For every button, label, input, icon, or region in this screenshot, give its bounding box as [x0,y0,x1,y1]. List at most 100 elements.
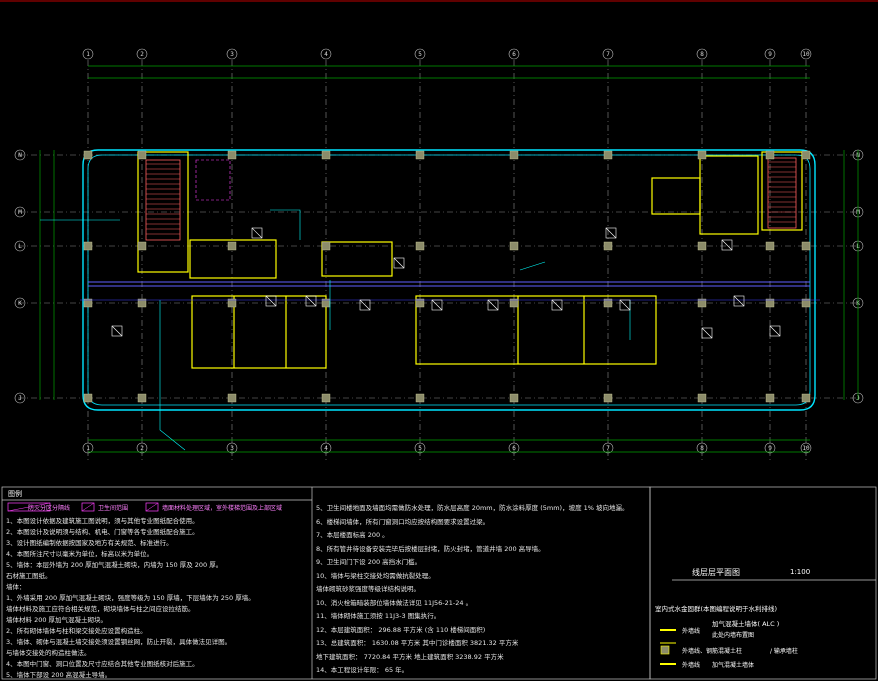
column-square [765,241,775,251]
column-square [83,150,93,160]
svg-text:5: 5 [418,51,422,58]
note-right-line: 地下建筑面积： 7720.84 平方米 地上建筑面积 3238.92 平方米 [316,652,504,661]
column-square [603,298,613,308]
drawing-title: 线层层平面图 [692,568,740,577]
column-axis-bubble: 1 [82,442,94,454]
note-right-line: 10、消火栓箱暗装部位墙体做法详见 11J56-21-24 。 [316,598,473,607]
svg-text:10: 10 [802,51,810,58]
column-square [765,393,775,403]
svg-text:4: 4 [324,51,328,58]
column-axis-bubble: 10 [800,442,812,454]
title-legend-label-4: 外墙线 [682,662,701,669]
column-square [603,241,613,251]
equipment-box [733,295,745,307]
svg-text:7: 7 [606,51,610,58]
note-left-line: 2、所有砌体墙体与柱和梁交接处应设置构造柱。 [6,627,147,635]
column-axis-bubble: 3 [226,442,238,454]
column-axis-bubble: 5 [414,442,426,454]
equipment-box [111,325,123,337]
row-axis-bubbles: NNMMLLKKJJ [14,149,864,404]
row-axis-bubble: J [14,392,26,404]
column-square [697,393,707,403]
svg-text:8: 8 [700,445,704,452]
column-square [509,150,519,160]
column-axis-bubble: 2 [136,48,148,60]
title-legend-label-3: 外墙线、钢筋混凝土柱 [682,648,743,655]
svg-text:3: 3 [230,445,234,452]
title-block-frame [1,486,877,680]
row-axis-bubble: M [14,206,26,218]
note-right-line: 8、所有管井待设备安装完毕后按楼层封堵，防火封堵，管道井墙 200 高导墙。 [316,544,545,553]
title-legend-text-3: / 输承墙柱 [770,648,798,655]
title-legend-heading: 室内式水金固群(本图编程说明于水利排线) [655,605,778,613]
top-dimension-lines [39,65,859,453]
column-square [603,150,613,160]
svg-text:1: 1 [86,51,90,58]
svg-text:5: 5 [418,445,422,452]
note-left-line: 墙体材料 200 厚加气混凝土砌块。 [6,616,108,624]
svg-text:K: K [18,300,22,307]
column-square [801,150,811,160]
column-square [321,393,331,403]
column-square [603,393,613,403]
svg-text:9: 9 [768,51,772,58]
column-square [765,298,775,308]
note-right-line: 5、卫生间楼地面及墙面均需做防水处理，防水层高度 20mm，防水涂料厚度 (5m… [316,504,629,512]
note-left-line: 5、墙体下部设 200 高混凝土导墙。 [6,671,112,679]
column-square [415,298,425,308]
note-left-line: 1、外墙采用 200 厚加气混凝土砌块，强度等级为 150 厚墙，下层墙体为 2… [6,594,255,602]
row-axis-bubble: K [14,297,26,309]
column-square [801,393,811,403]
note-left-line: 与墙体交接处的构造柱做法。 [6,649,91,657]
equipment-box [251,227,263,239]
drawing-scale: 1:100 [790,568,811,576]
column-axis-bubble: 9 [764,48,776,60]
equipment-box [619,299,631,311]
column-square [137,150,147,160]
legend-heading: 图例 [8,490,22,498]
svg-text:N: N [18,152,22,159]
column-square [227,150,237,160]
svg-text:L: L [18,243,22,250]
column-square [801,241,811,251]
row-axis-lines [18,154,862,399]
equipment-symbols [111,227,781,339]
column-square [321,150,331,160]
building-outline [82,149,816,411]
equipment-box [305,295,317,307]
note-left-line: 墙体材料及施工应符合相关规范，砌块墙体与柱之间应设拉结筋。 [6,605,195,613]
row-axis-bubble: L [14,240,26,252]
svg-text:2: 2 [140,445,144,452]
column-axis-bubble: 3 [226,48,238,60]
column-square [227,393,237,403]
column-square [83,298,93,308]
svg-text:4: 4 [324,445,328,452]
column-axis-bubble: 7 [602,48,614,60]
stair-left [145,159,181,241]
note-right-line: 墙体砌筑砂浆强度等级详结构说明。 [316,585,420,593]
equipment-box [721,239,733,251]
note-left-line: 墙体： [6,583,26,591]
svg-text:2: 2 [140,51,144,58]
note-left-line: 3、墙体、砌体与混凝土墙交接处须设置钢丝网，防止开裂，具体做法见详图。 [6,638,232,646]
equipment-box [551,299,563,311]
note-left-line: 4、本图中门窗、洞口位置及尺寸应结合其他专业图纸核对后施工。 [6,660,199,668]
hatched-area [195,159,231,201]
equipment-box [431,299,443,311]
title-legend-text-1: 加气混凝土墙体( ALC ) [712,620,780,628]
legend-item-3: 墙面材料处理区域，室外楼梯范围及上部区域 [162,505,283,512]
note-left-line: 1、本图设计依据及建筑施工图说明，须与其他专业图纸配合使用。 [6,517,199,525]
column-square [227,298,237,308]
column-square [321,241,331,251]
equipment-box [265,295,277,307]
legend-line-samples [660,629,676,665]
note-left-line: 2、本图设计及说明须与结构、机电、门窗等各专业图纸配合施工。 [6,528,199,536]
note-left-line: 5、墙体：本层外墙为 200 厚加气混凝土砌块，内墙为 150 厚及 200 厚… [6,561,223,569]
equipment-box [605,227,617,239]
note-left-line: 3、设计图纸编制依据按国家及地方有关规范、标准进行。 [6,539,173,547]
column-axis-bubble: 4 [320,442,332,454]
title-legend-label-1: 外墙线 [682,628,701,635]
corridor-lines [88,281,810,287]
column-square [697,150,707,160]
